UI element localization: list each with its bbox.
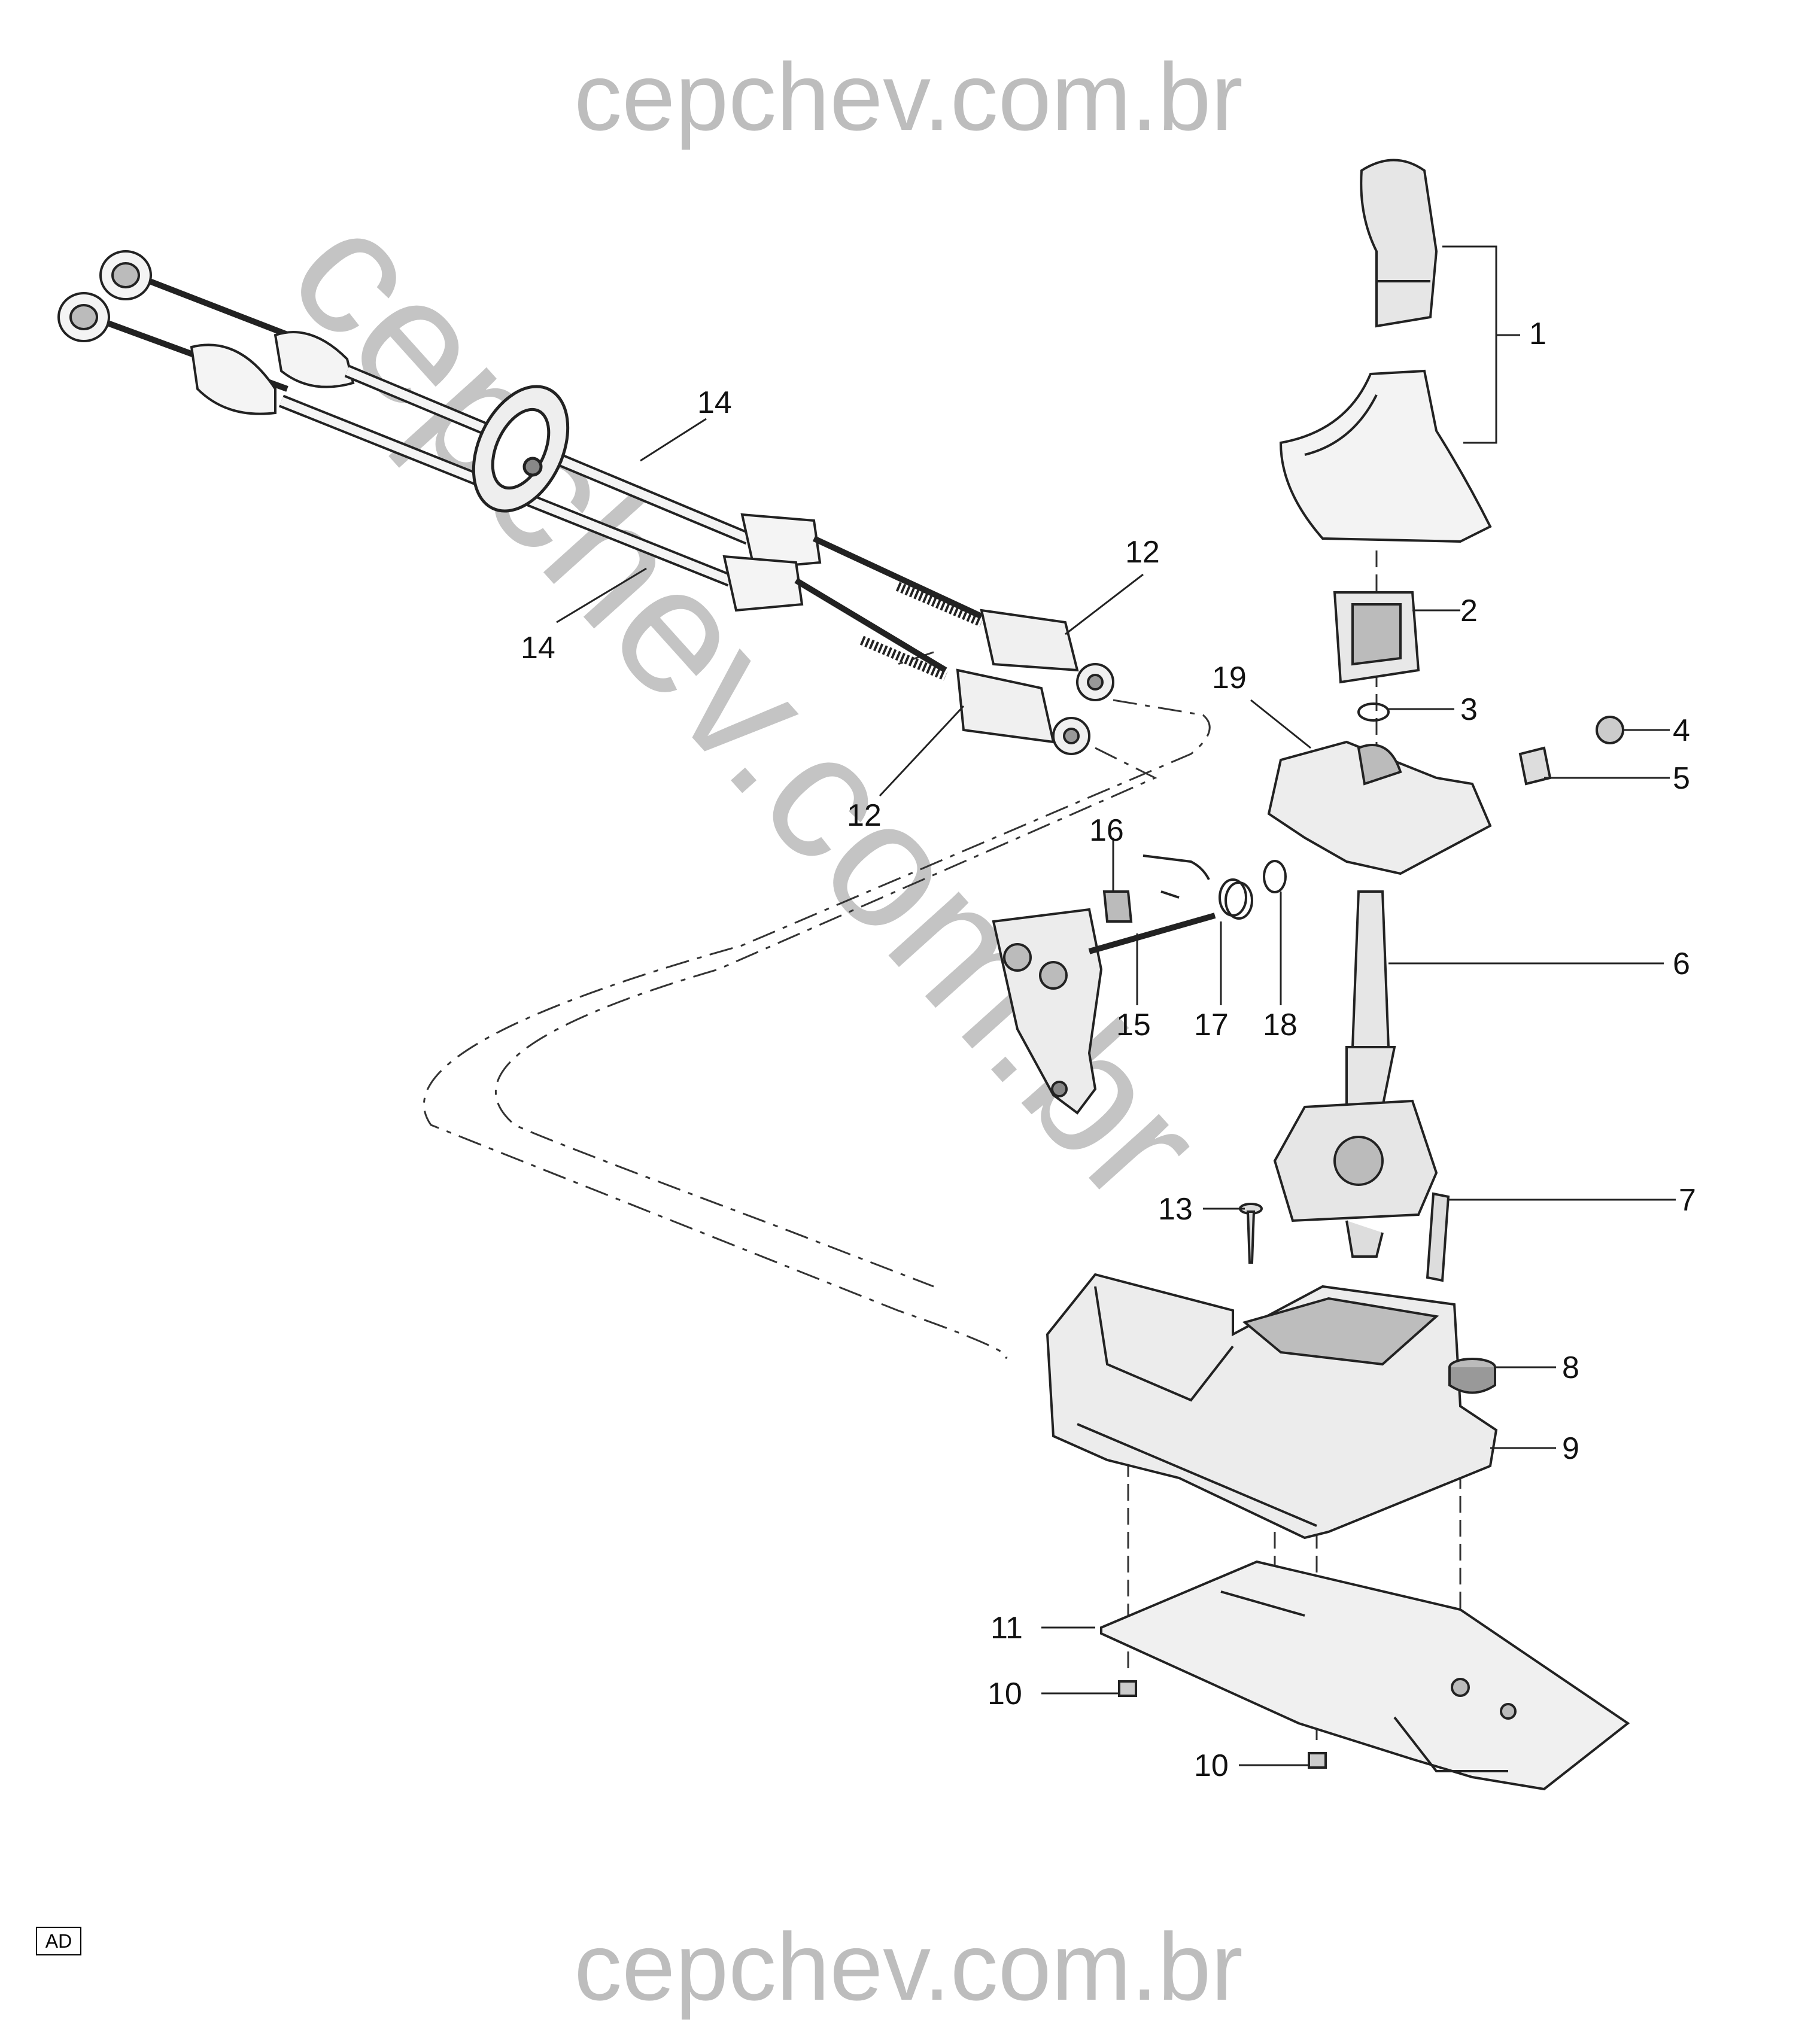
shift-boot [1279,369,1492,543]
callout-10-right: 10 [1194,1748,1229,1783]
callout-9: 9 [1562,1431,1579,1466]
callout-13: 13 [1158,1192,1193,1227]
watermark-bottom: cepchev.com.br [574,1913,1243,2020]
callout-10-left: 10 [988,1677,1022,1711]
mount-grommet [1448,1358,1496,1394]
leader-lines [556,418,1676,1766]
shift-cable-upper [99,250,984,627]
callout-8: 8 [1562,1350,1579,1385]
return-spring [1143,854,1253,920]
callout-11: 11 [990,1611,1023,1645]
lever-lower-arm [1345,1220,1384,1258]
bushing-16 [1102,890,1133,923]
shift-knob [1360,159,1438,328]
lever-top-bracket [1333,591,1420,684]
callout-12-upper: 12 [1125,535,1160,570]
bushing-4 [1596,716,1624,744]
callout-5: 5 [1673,761,1690,796]
base-plate [1100,1560,1630,1791]
shifter-base-housing [1046,1273,1498,1540]
screw-13 [1239,1203,1263,1264]
callout-19: 19 [1212,661,1247,695]
selector-housing [1267,740,1492,875]
nut-10-left [1118,1680,1137,1697]
callout-bracket-1 [1442,245,1520,444]
callout-12-lower: 12 [847,798,882,833]
callout-6: 6 [1673,947,1690,981]
callout-1: 1 [1529,317,1546,351]
callout-14-upper: 14 [697,385,732,420]
cable-end-upper [980,609,1114,701]
cable-end-lower [956,668,1090,755]
callout-17: 17 [1194,1008,1229,1042]
cable-grommet [472,385,570,513]
callout-7: 7 [1679,1183,1696,1218]
callout-2: 2 [1460,594,1478,628]
lever-plate [992,908,1216,1115]
callout-16: 16 [1089,813,1124,848]
nut-10-right [1308,1752,1327,1769]
callout-3: 3 [1460,692,1478,727]
callout-14-lower: 14 [521,631,555,665]
callout-15: 15 [1116,1008,1151,1042]
watermark-top: cepchev.com.br [574,43,1243,150]
callout-18: 18 [1263,1008,1298,1042]
callout-4: 4 [1673,713,1690,748]
diagram-code-box: AD [36,1927,81,1955]
washer-18 [1263,860,1287,893]
phantom-routing-lines [423,651,1211,1359]
lever-clip [1426,1192,1450,1282]
shift-lever-rod [1273,890,1438,1222]
retaining-ring [1357,702,1390,722]
